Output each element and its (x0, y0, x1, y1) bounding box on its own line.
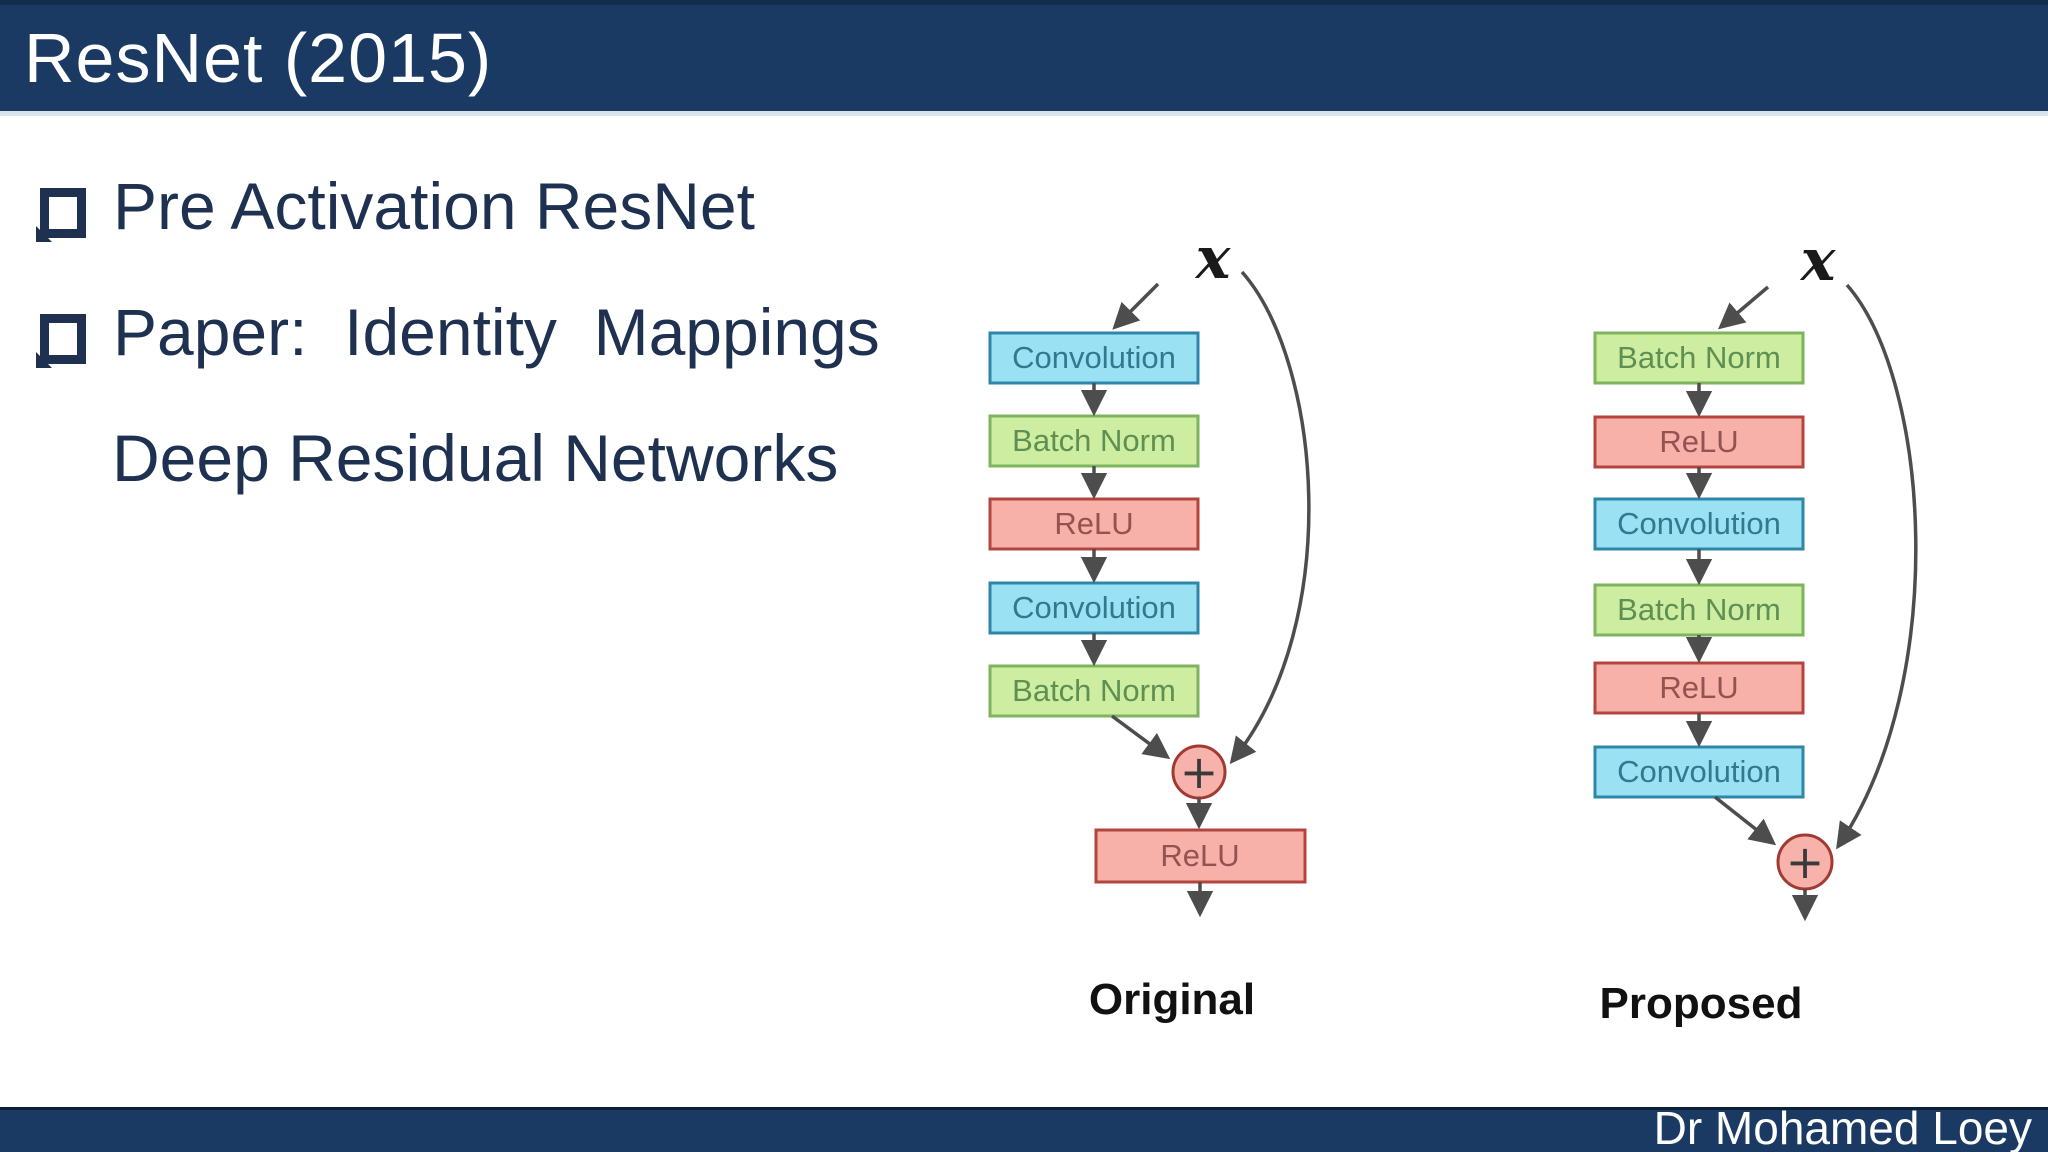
relu-box-label: ReLU (1054, 506, 1133, 541)
convolution-box (1593, 497, 1805, 551)
bullet-text: Pre Activation ResNet (113, 169, 755, 243)
batch-norm-box-label: Batch Norm (1617, 592, 1781, 627)
square-bullet-icon (36, 314, 86, 368)
diagram-original: x Convolution Batch Norm ReLU Convolutio… (988, 224, 1311, 1024)
convolution-box-label: Convolution (1012, 340, 1176, 375)
convolution-box (1593, 745, 1805, 799)
skip-connection-curve (1229, 270, 1311, 765)
relu-box-label: ReLU (1659, 670, 1738, 705)
relu-box (1593, 415, 1805, 469)
batch-norm-box-label: Batch Norm (1012, 673, 1176, 708)
page-title: ResNet (2015) (24, 19, 493, 97)
diagram-caption: Proposed (1600, 979, 1803, 1028)
resnet-block-diagrams: x Convolution Batch Norm ReLU Convolutio… (988, 224, 1918, 1028)
author-credit: Dr Mohamed Loey (1653, 1102, 2032, 1152)
input-x-label: x (1799, 226, 1837, 294)
batch-norm-box (1593, 331, 1805, 385)
diagram-caption: Original (1089, 975, 1255, 1024)
diagram-proposed: x Batch Norm ReLU Convolution Batch Norm… (1593, 226, 1918, 1028)
skip-connection-curve (1836, 283, 1918, 850)
bullet-text: Paper: Identity Mappings (113, 295, 880, 369)
arrow (1110, 714, 1171, 760)
convolution-box-label: Convolution (1012, 590, 1176, 625)
convolution-box-label: Convolution (1617, 506, 1781, 541)
bullet-item-pre-activation: Pre Activation ResNet (36, 169, 755, 243)
input-x-label: x (1194, 224, 1232, 292)
arrow (1713, 795, 1777, 846)
title-bar: ResNet (2015) (0, 0, 2048, 116)
convolution-box-label: Convolution (1617, 754, 1781, 789)
square-bullet-icon (36, 188, 86, 242)
plus-icon: + (1180, 745, 1219, 799)
bullet-item-paper: Paper: Identity Mappings (36, 295, 880, 369)
relu-box (1094, 828, 1307, 884)
footer-bar: Dr Mohamed Loey (0, 1102, 2048, 1152)
plus-icon: + (1786, 835, 1825, 889)
relu-box-label: ReLU (1160, 838, 1239, 873)
batch-norm-box-label: Batch Norm (1617, 340, 1781, 375)
batch-norm-box-label: Batch Norm (1012, 423, 1176, 458)
arrow (1717, 285, 1770, 330)
convolution-box (988, 581, 1200, 635)
bullet-text-continuation: Deep Residual Networks (112, 421, 839, 495)
arrow (1112, 282, 1160, 330)
relu-box-label: ReLU (1659, 424, 1738, 459)
convolution-box (988, 331, 1200, 385)
